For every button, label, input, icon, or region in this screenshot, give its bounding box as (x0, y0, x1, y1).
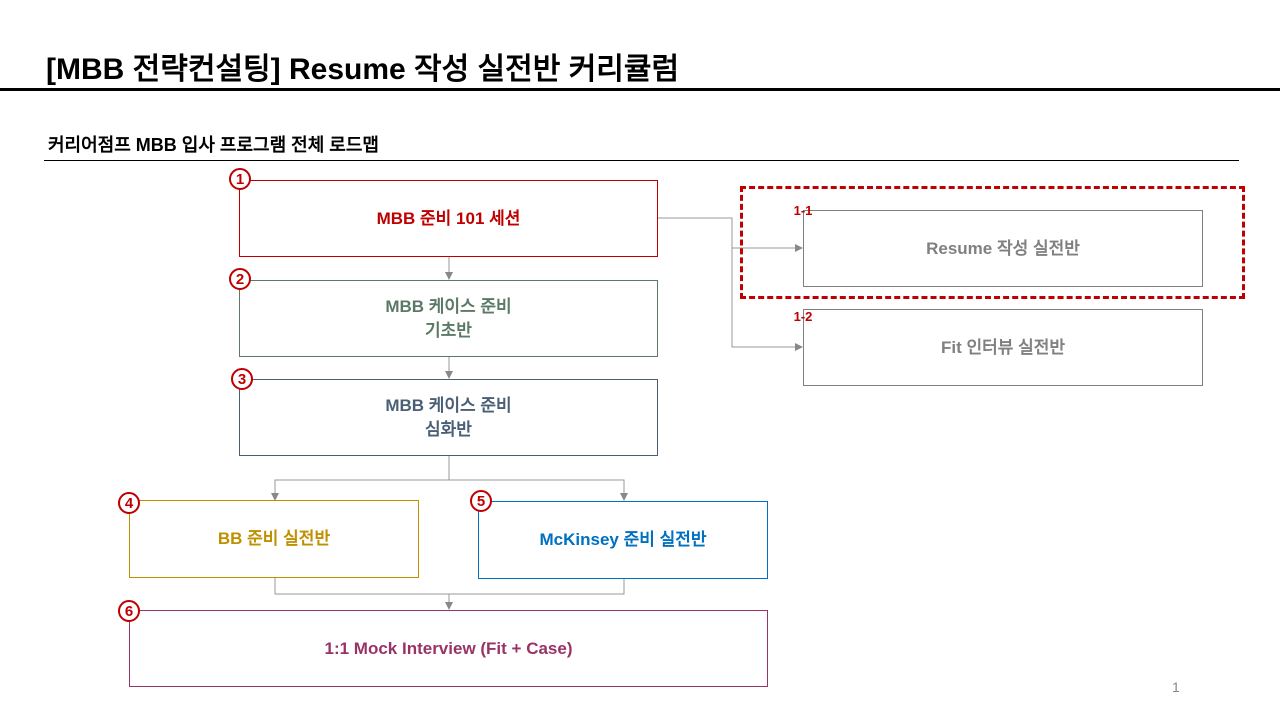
page-subtitle: 커리어점프 MBB 입사 프로그램 전체 로드맵 (48, 135, 379, 155)
node-mbb-case-basic: MBB 케이스 준비 기초반 (239, 280, 658, 357)
page-number: 1 (1172, 679, 1180, 695)
subtitle-divider (44, 160, 1239, 161)
page-title: [MBB 전략컨설팅] Resume 작성 실전반 커리큘럼 (46, 53, 680, 86)
badge-1-2: 1-2 (793, 308, 813, 324)
connector-1-12 (731, 248, 803, 351)
badge-1: 1 (229, 168, 251, 190)
node-label: 1:1 Mock Interview (Fit + Case) (324, 638, 573, 658)
node-mckinsey-practical: McKinsey 준비 실전반 (478, 501, 768, 579)
connector-5-6 (449, 579, 625, 595)
badge-1-1: 1-1 (793, 202, 813, 218)
badge-3: 3 (231, 368, 253, 390)
node-mbb-case-advanced: MBB 케이스 준비 심화반 (239, 379, 658, 456)
node-resume-practical: Resume 작성 실전반 (803, 210, 1203, 287)
node-label: Fit 인터뷰 실전반 (940, 337, 1066, 357)
connector-3-5 (449, 479, 628, 501)
badge-2: 2 (229, 268, 251, 290)
node-label: MBB 케이스 준비 심화반 (385, 395, 512, 439)
badge-5: 5 (470, 490, 492, 512)
node-label: Resume 작성 실전반 (926, 238, 1080, 258)
node-mock-interview: 1:1 Mock Interview (Fit + Case) (129, 610, 768, 687)
node-label: McKinsey 준비 실전반 (539, 530, 707, 549)
node-label: MBB 준비 101 세션 (376, 208, 521, 228)
highlight-frame (740, 186, 1245, 299)
connector-3-4 (271, 456, 450, 501)
title-divider (0, 88, 1280, 91)
node-bb-practical: BB 준비 실전반 (129, 500, 419, 578)
badge-4: 4 (118, 492, 140, 514)
connector-4-6 (274, 578, 453, 610)
node-label: BB 준비 실전반 (217, 529, 331, 548)
node-fit-interview-practical: Fit 인터뷰 실전반 (803, 309, 1203, 386)
badge-6: 6 (118, 600, 140, 622)
node-label: MBB 케이스 준비 기초반 (385, 296, 512, 340)
node-mbb-101-session: MBB 준비 101 세션 (239, 180, 658, 257)
connector-1-11 (658, 217, 803, 252)
